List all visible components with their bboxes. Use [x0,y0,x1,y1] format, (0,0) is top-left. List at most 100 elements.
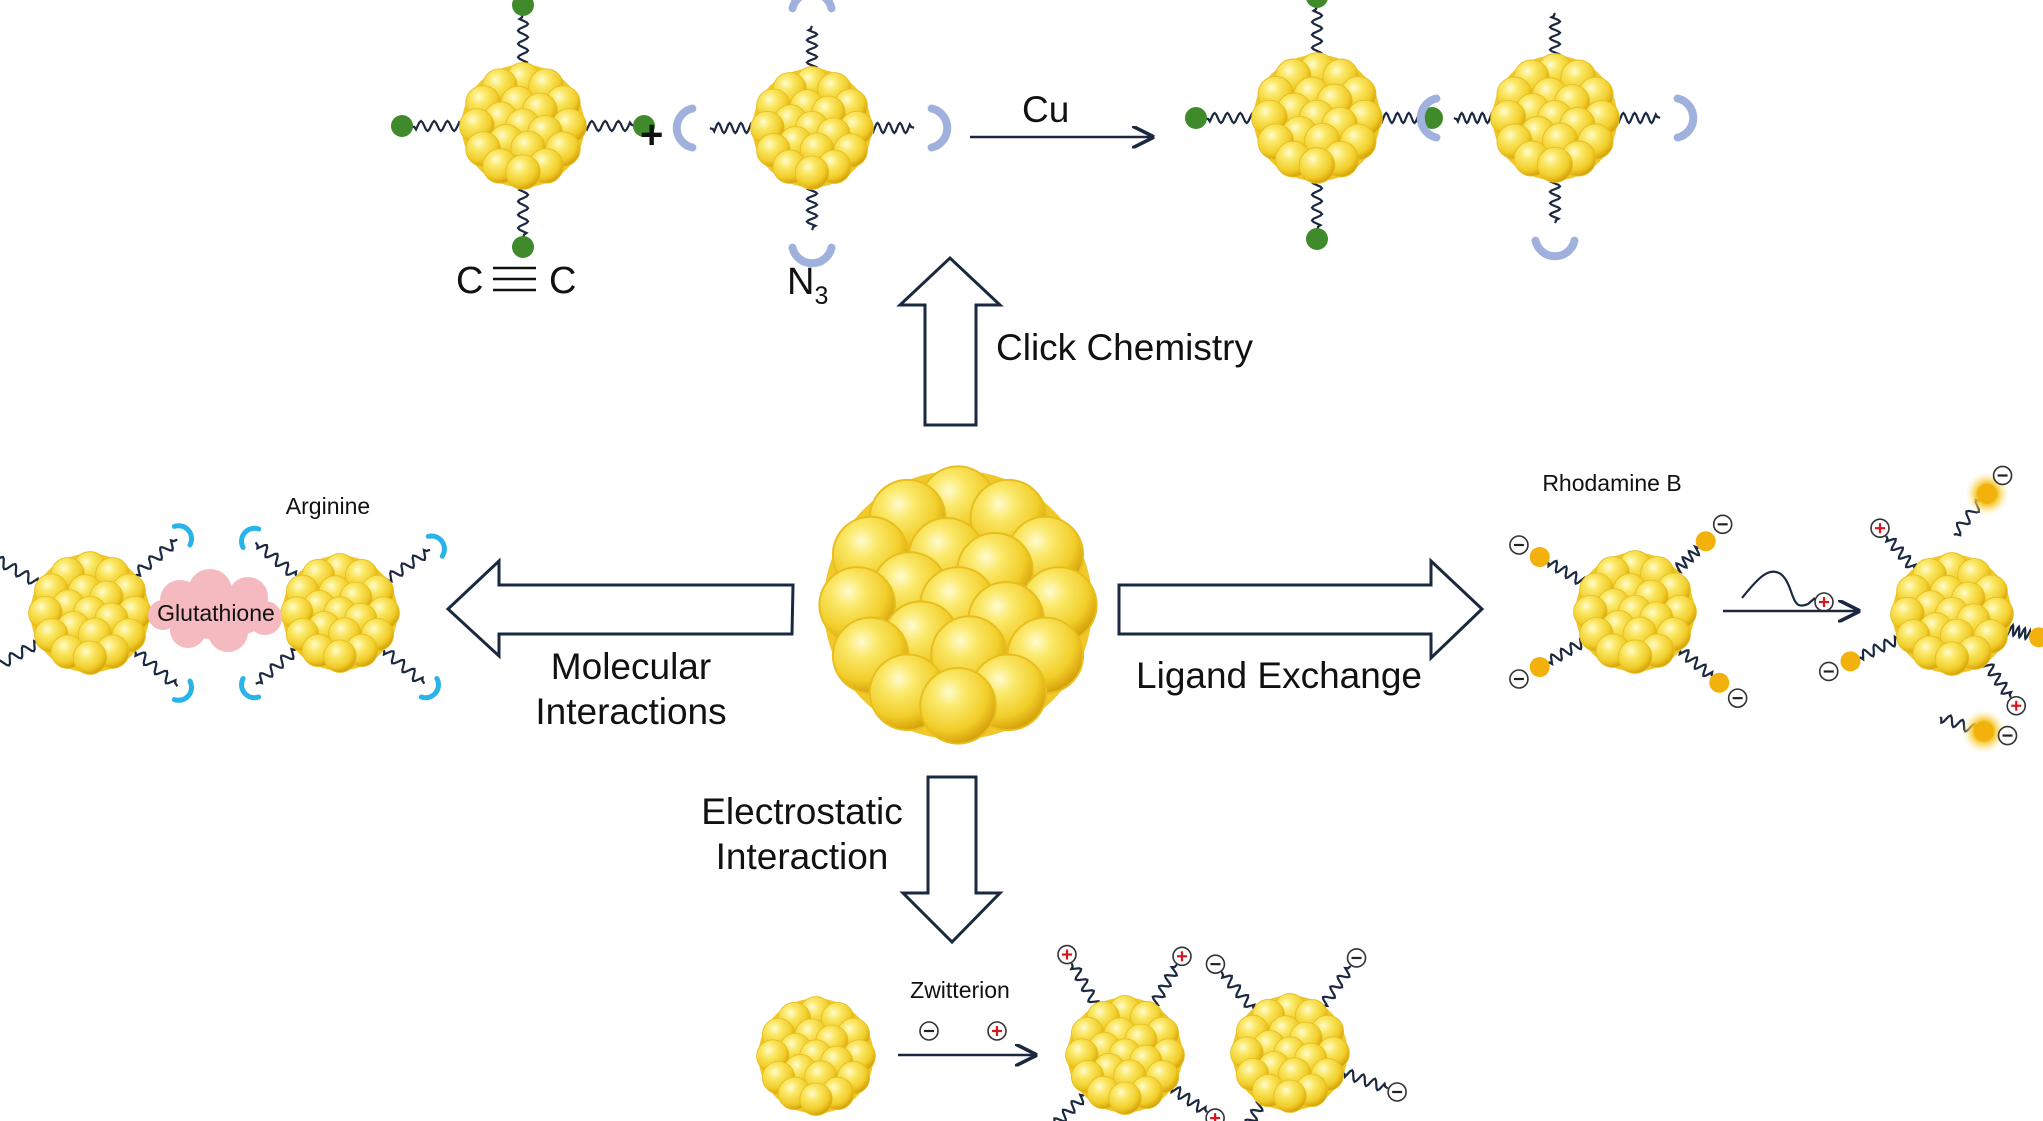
ligand-layer [0,5,2033,1121]
zwitterion-label: Zwitterion [910,977,1010,1003]
ligand-chain [255,647,299,685]
molecular-interactions-line1: Molecular [551,646,711,687]
ligand-chain [1548,177,1562,224]
ligand-chain [1069,963,1101,1008]
ligand-chain [805,184,819,231]
alkyne-carbon-left: C [456,260,483,302]
ligand-chain [133,538,178,578]
negative-charge-icon [1992,465,2013,486]
ligand-chain [1982,660,2014,698]
ligand-chain [2006,622,2033,642]
rhodamine-end-icon [1977,483,1998,504]
molecular-interactions-arrow [445,557,795,660]
azide-end-icon [1416,94,1441,142]
particle-sphere [1934,641,1970,676]
plus-sign: + [640,113,663,157]
positive-charge-icon [1205,1108,1225,1121]
azide-end-icon [672,104,697,152]
alkyne-nanoparticle [459,62,587,190]
particle-layer [28,52,2014,1116]
electrostatic-interaction-line1: Electrostatic [701,791,903,832]
ligand-chain [805,25,819,72]
positive-charge-icon [987,1021,1007,1041]
azide-end-icon [1531,236,1579,261]
ligand-chain [1204,111,1257,125]
arginine-end-icon [239,675,262,701]
ligand-chain [1244,1099,1264,1121]
exchanged-nanoparticle [1890,552,2014,676]
ligand-chain [0,639,41,667]
ligand-chain [1548,12,1562,59]
negative-charge-icon [1509,535,1529,555]
negative-charge-icon [919,1021,939,1041]
alkyne-carbon-right: C [549,260,576,302]
ligand-chain [1151,964,1179,1009]
cationic-nanoparticle [1065,995,1185,1115]
alkyne-end-icon [1185,107,1207,129]
left-nanoparticle [28,551,152,675]
negative-charge-icon [1818,661,1839,682]
azide-end-icon [788,243,836,268]
glutathione-label: Glutathione [157,600,275,626]
negative-charge-icon [1205,954,1226,974]
click-chemistry-arrow [896,255,1004,427]
negative-charge-icon [1712,514,1733,535]
rhodamine-end-icon [2028,627,2043,648]
ligand-chain [1675,544,1701,574]
product-alkyne-nanoparticle [1251,52,1383,184]
ligand-chain [1857,634,1901,662]
rhodamine-end-icon [1840,651,1861,672]
electrostatic-interaction-line2: Interaction [716,836,889,877]
particle-sphere [505,154,541,190]
ligand-chain [132,649,179,687]
ligand-chain [1677,648,1715,679]
ligand-chain [1321,965,1352,1009]
arginine-end-icon [171,678,195,703]
positive-charge-icon [1057,944,1077,965]
particle-sphere [799,1082,833,1116]
alkyne-end-icon [1306,0,1328,8]
alkyne-triple-bond [493,266,536,292]
arginine-nanoparticle [280,553,400,673]
ligand-chain [516,184,530,239]
ligand-chain [410,119,465,133]
particle-sphere [72,640,108,675]
ligand-chain [1310,5,1324,58]
particle-sphere [1617,639,1653,674]
particle-sphere [1108,1081,1142,1115]
cu-catalyst-label: Cu [1022,89,1069,130]
ligand-chain [1453,111,1496,125]
positive-charge-icon [2006,695,2027,716]
arginine-end-icon [425,533,447,559]
negative-charge-icon [1387,1082,1407,1102]
azide-end-icon [1673,94,1698,142]
ligand-chain [1614,111,1661,125]
arginine-end-icon [239,525,262,551]
particle-sphere [1298,147,1336,184]
azide-n: N [787,261,814,303]
ligand-exchange-arrow [1117,557,1485,662]
alkyne-end-icon [633,115,655,137]
rhodamine-end-icon [1709,672,1730,693]
ligand-chain [1545,559,1587,585]
electrostatic-interaction-arrow [899,775,1004,945]
alkyne-end-icon [512,0,534,16]
particle-sphere [919,667,997,745]
rhodamine-nanoparticle [1573,550,1697,674]
ligand-chain [581,119,636,133]
ligand-chain [709,121,756,135]
alkyne-end-icon [1306,228,1328,250]
alkyne-end-icon [512,236,534,258]
glutathione-cloud [148,569,282,652]
negative-charge-icon [1346,948,1367,968]
rhodamine-end-icon [1529,547,1550,567]
azide-end-icon [927,104,952,152]
arginine-end-icon [171,523,195,548]
negative-charge-icon [1727,688,1748,708]
ligand-chain [1341,1068,1389,1092]
particle-sphere [1273,1079,1307,1113]
ligand-chain [516,13,530,68]
ligand-chain [1220,971,1256,1012]
